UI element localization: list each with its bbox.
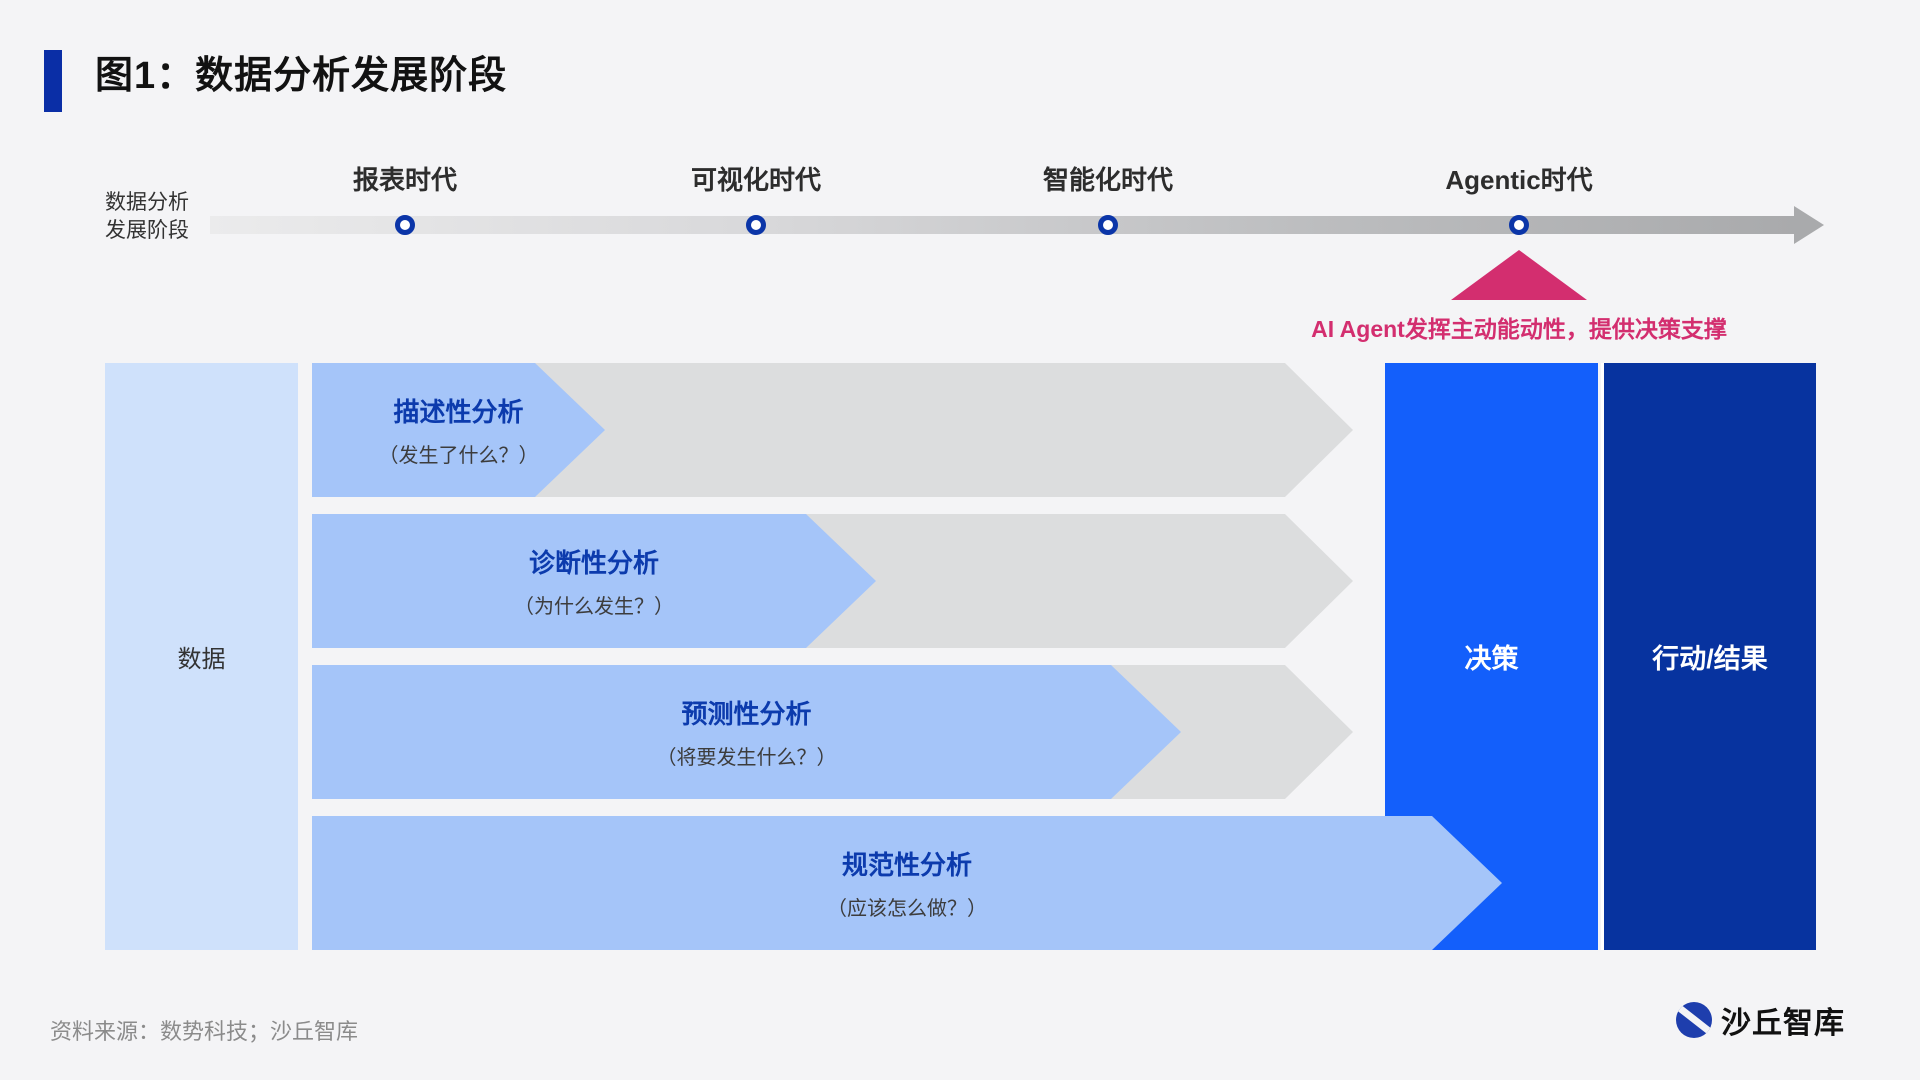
stage-title: 描述性分析 — [393, 397, 524, 427]
source-note: 资料来源：数势科技；沙丘智库 — [50, 1019, 359, 1044]
predictive-analysis-arrow: 预测性分析 （将要发生什么？） — [312, 665, 1181, 799]
prescriptive-analysis-arrow: 规范性分析 （应该怎么做？） — [312, 816, 1502, 950]
era-label-intelligence: 智能化时代 — [1042, 165, 1174, 195]
timeline-dot-report — [395, 215, 415, 235]
stage-question: （为什么发生？） — [514, 596, 674, 618]
timeline-dot-intelligence — [1098, 215, 1118, 235]
agentic-marker-triangle-icon — [1451, 250, 1587, 300]
action-result-column: 行动/结果 — [1601, 363, 1816, 950]
data-input-label: 数据 — [177, 646, 226, 673]
stage-title: 预测性分析 — [681, 699, 812, 729]
stage-title: 规范性分析 — [841, 850, 972, 880]
analysis-flow-diagram: 数据 描述性分析 （发生了什么？） 诊断性分析 （为什么发生？） 预测性分析 （… — [105, 363, 1816, 950]
timeline-dot-visualization — [746, 215, 766, 235]
timeline-axis-label: 数据分析 发展阶段 — [105, 189, 189, 245]
agentic-annotation: AI Agent发挥主动能动性，提供决策支撑 — [1311, 316, 1727, 342]
brand-logo: 沙丘智库 — [1676, 998, 1845, 1042]
era-label-visualization: 可视化时代 — [690, 165, 822, 195]
descriptive-analysis-arrow: 描述性分析 （发生了什么？） — [312, 363, 605, 497]
era-label-agentic: Agentic时代 — [1445, 165, 1593, 195]
action-result-label: 行动/结果 — [1652, 644, 1768, 674]
timeline-bar — [210, 216, 1796, 234]
stage-title: 诊断性分析 — [528, 548, 659, 578]
stage-question: （将要发生什么？） — [656, 747, 837, 769]
axis-label-line2: 发展阶段 — [105, 219, 189, 242]
stage-question: （发生了什么？） — [378, 445, 539, 467]
figure-title: 图1：数据分析发展阶段 — [95, 55, 508, 97]
timeline-arrowhead-icon — [1794, 206, 1824, 244]
era-label-report: 报表时代 — [352, 165, 458, 195]
diagnostic-analysis-arrow: 诊断性分析 （为什么发生？） — [312, 514, 876, 648]
data-input-box: 数据 — [105, 363, 298, 950]
title-accent-bar — [44, 50, 62, 112]
decision-label: 决策 — [1464, 644, 1519, 674]
timeline-dot-agentic — [1509, 215, 1529, 235]
axis-label-line1: 数据分析 — [105, 191, 189, 214]
shaqiu-logo-icon — [1676, 1002, 1712, 1038]
brand-name: 沙丘智库 — [1721, 1007, 1845, 1040]
stage-question: （应该怎么做？） — [827, 898, 987, 920]
